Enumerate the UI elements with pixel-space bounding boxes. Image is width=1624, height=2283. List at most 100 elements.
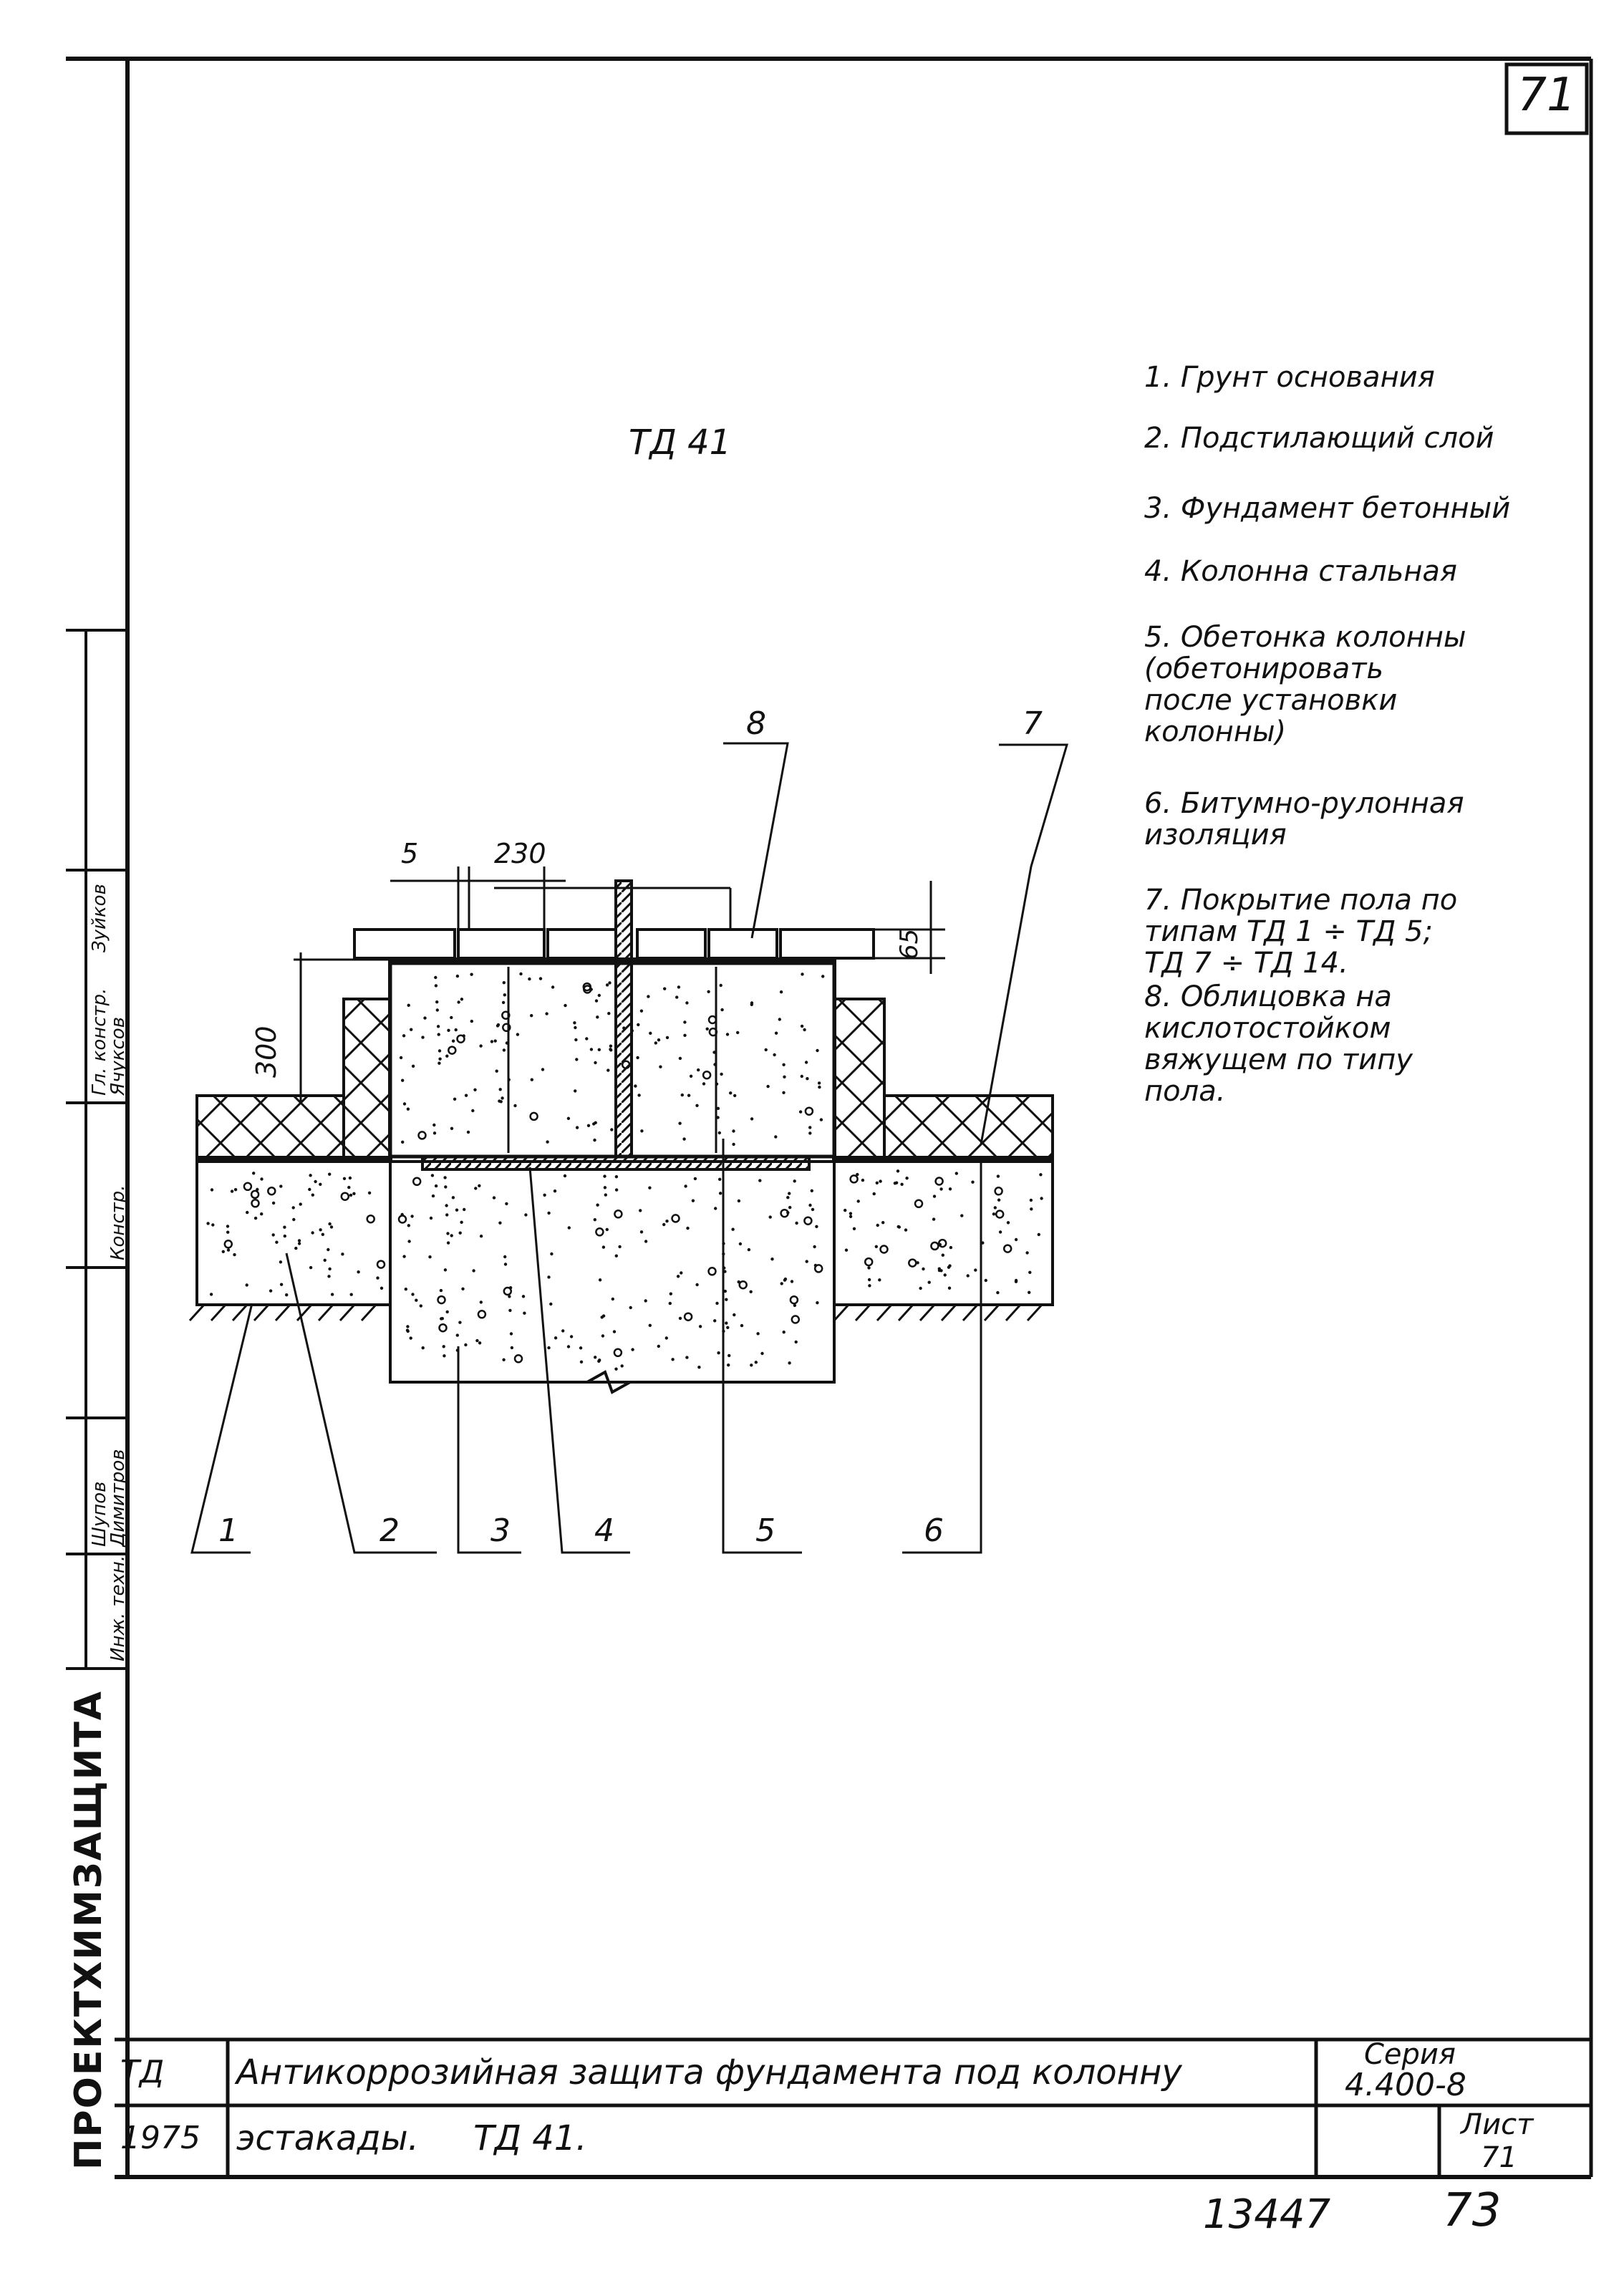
side-stamp-frame	[66, 629, 127, 1670]
aggregate-speck	[299, 1202, 302, 1206]
aggregate-speck	[585, 1037, 589, 1041]
aggregate-speck	[648, 1186, 652, 1189]
aggregate-speck	[783, 1075, 786, 1079]
aggregate-speck	[756, 1332, 760, 1336]
aggregate-speck	[475, 1338, 479, 1343]
aggregate-speck	[352, 1192, 356, 1196]
aggregate-speck	[647, 995, 650, 998]
aggregate-speck	[409, 1336, 412, 1340]
aggregate-speck	[474, 1187, 478, 1190]
aggregate-speck	[438, 1057, 442, 1061]
aggregate-speck	[267, 1186, 276, 1196]
aggregate-speck	[607, 1012, 611, 1015]
aggregate-speck	[613, 1348, 623, 1358]
aggregate-speck	[708, 1027, 718, 1037]
aggregate-speck	[510, 1346, 514, 1350]
aggregate-speck	[505, 1041, 509, 1045]
aggregate-speck	[813, 1264, 823, 1273]
aggregate-speck	[997, 1198, 1001, 1202]
aggregate-speck	[671, 1358, 675, 1361]
aggregate-speck	[342, 1177, 347, 1181]
cladding-tiles	[353, 928, 875, 960]
aggregate-speck	[579, 1360, 584, 1364]
aggregate-speck	[490, 1040, 494, 1043]
aggregate-speck	[445, 1204, 448, 1207]
aggregate-speck	[505, 1202, 508, 1206]
encasement-joints	[507, 967, 717, 1153]
aggregate-speck	[401, 1078, 405, 1082]
aggregate-speck	[569, 1335, 574, 1338]
aggregate-speck	[519, 972, 523, 976]
aggregate-speck	[725, 1298, 728, 1301]
aggregate-speck	[1037, 1232, 1041, 1237]
aggregate-speck	[438, 1061, 441, 1065]
aggregate-speck	[798, 1110, 803, 1114]
aggregate-speck	[610, 1128, 614, 1131]
aggregate-speck	[327, 1275, 331, 1278]
aggregate-speck	[678, 1121, 682, 1125]
aggregate-speck	[523, 1311, 526, 1315]
aggregate-speck	[349, 1193, 353, 1197]
aggregate-speck	[795, 1221, 798, 1225]
aggregate-speck	[804, 1061, 808, 1064]
aggregate-speck	[503, 1263, 508, 1266]
aggregate-speck	[614, 1175, 619, 1179]
aggregate-speck	[872, 1192, 876, 1196]
side-stamp-row-3: Инж. техн.	[107, 1555, 129, 1661]
side-stamp-row-7: Димитров	[107, 1449, 129, 1547]
aggregate-speck	[697, 1068, 700, 1072]
aggregate-speck	[683, 1033, 687, 1038]
aggregate-speck	[971, 1180, 975, 1184]
aggregate-speck	[314, 1179, 317, 1184]
aggregate-speck	[479, 1044, 483, 1048]
aggregate-speck	[230, 1189, 234, 1193]
aggregate-speck	[736, 1031, 740, 1035]
aggregate-speck	[614, 1210, 623, 1219]
callout-7: 7	[1023, 705, 1043, 742]
aggregate-speck	[547, 1275, 551, 1279]
aggregate-speck	[780, 1282, 783, 1285]
aggregate-speck	[1039, 1173, 1043, 1177]
aggregate-speck	[939, 1187, 943, 1191]
aggregate-speck	[867, 1266, 871, 1270]
aggregate-speck	[702, 1070, 712, 1080]
aggregate-speck	[402, 1255, 406, 1258]
aggregate-speck	[594, 1061, 597, 1065]
aggregate-speck	[502, 1358, 506, 1362]
aggregate-speck	[908, 1258, 917, 1268]
aggregate-speck	[995, 1210, 1005, 1219]
aggregate-speck	[738, 1280, 748, 1290]
title-block-description-2: эстакады. ТД 41.	[236, 2118, 587, 2158]
aggregate-speck	[720, 1008, 724, 1012]
aggregate-speck	[618, 1245, 622, 1249]
steel-column	[614, 879, 633, 1158]
aggregate-speck	[411, 1064, 415, 1068]
aggregate-speck	[563, 1174, 567, 1178]
title-block-description-1: Антикоррозийная защита фундамента под ко…	[236, 2052, 1182, 2093]
aggregate-speck	[451, 1039, 455, 1043]
aggregate-speck	[685, 1001, 689, 1005]
aggregate-speck	[291, 1206, 295, 1210]
sheet-value: 71	[1481, 2141, 1517, 2174]
aggregate-speck	[605, 983, 609, 987]
aggregate-speck	[621, 1060, 631, 1069]
sheet-label: Лист	[1461, 2108, 1534, 2141]
aggregate-speck	[760, 1351, 764, 1356]
aggregate-speck	[649, 1031, 652, 1036]
aggregate-speck	[731, 1227, 735, 1231]
aggregate-speck	[693, 1177, 697, 1181]
aggregate-speck	[430, 1174, 435, 1177]
aggregate-speck	[597, 1359, 601, 1363]
callout-5: 5	[755, 1512, 775, 1549]
aggregate-speck	[423, 1016, 427, 1020]
aggregate-speck	[455, 974, 460, 978]
aggregate-speck	[677, 985, 681, 989]
aggregate-speck	[598, 1278, 602, 1282]
aggregate-speck	[545, 1012, 548, 1015]
aggregate-speck	[436, 1025, 440, 1028]
aggregate-speck	[260, 1177, 264, 1181]
aggregate-speck	[604, 1193, 607, 1197]
aggregate-speck	[243, 1182, 253, 1192]
aggregate-speck	[725, 1321, 728, 1325]
aggregate-speck	[450, 1126, 454, 1131]
